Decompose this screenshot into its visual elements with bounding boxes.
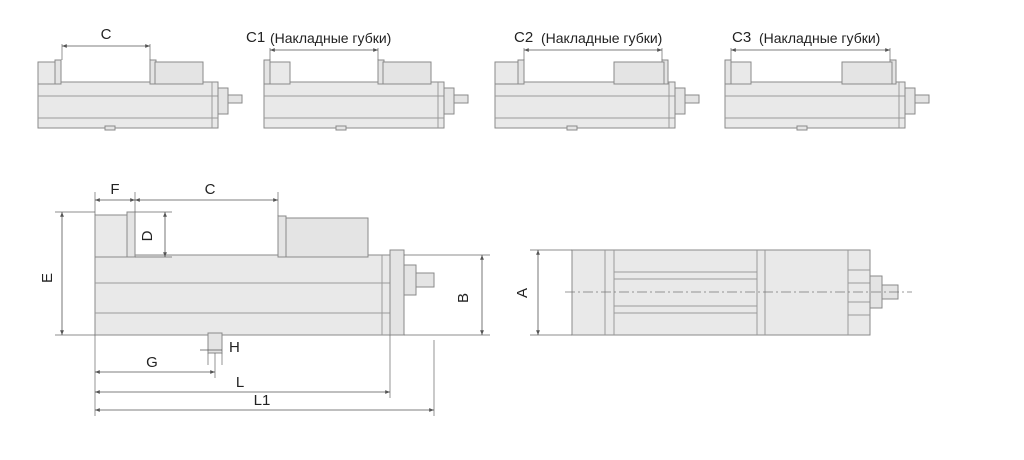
note-c3: (Накладные губки) <box>759 30 880 46</box>
vise-view-c1: C1 (Накладные губки) <box>246 29 469 131</box>
vise-view-c2: C2 (Накладные губки) <box>494 29 700 131</box>
label-c: C <box>101 26 112 43</box>
dim-label-l1: L1 <box>254 392 271 409</box>
dim-label-f: F <box>110 181 119 198</box>
dim-label-d: D <box>139 230 156 241</box>
dim-label-g: G <box>146 354 158 371</box>
dim-label-b: B <box>455 293 472 303</box>
label-c2: C2 <box>514 29 533 46</box>
vise-view-c: C <box>37 26 243 131</box>
dim-label-a: A <box>514 288 531 298</box>
dim-label-e: E <box>39 273 56 283</box>
label-c1: C1 <box>246 29 265 46</box>
dim-label-c: C <box>205 181 216 198</box>
note-c2: (Накладные губки) <box>541 30 662 46</box>
label-c3: C3 <box>732 29 751 46</box>
vise-side-view: F C D E B H G L <box>39 181 490 416</box>
note-c1: (Накладные губки) <box>270 30 391 46</box>
vise-view-c3: C3 (Накладные губки) <box>724 29 930 131</box>
dim-label-h: H <box>229 339 240 356</box>
vise-top-view: A <box>514 249 912 336</box>
dim-label-l: L <box>236 374 244 391</box>
